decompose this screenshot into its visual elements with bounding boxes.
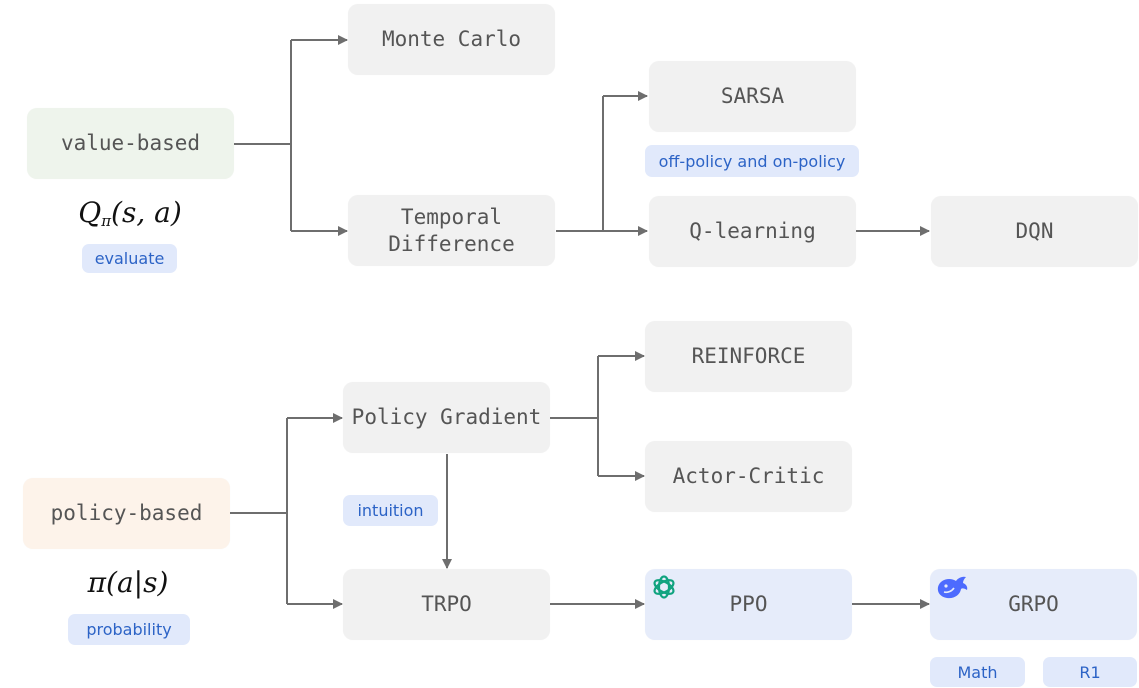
tag-probability: probability: [68, 614, 190, 645]
node-label: Policy Gradient: [351, 405, 542, 430]
node-policy-gradient: Policy Gradient: [343, 382, 550, 453]
node-value-based: value-based: [27, 108, 234, 179]
formula-policy: π(a|s): [87, 566, 169, 599]
node-policy-based: policy-based: [23, 478, 230, 549]
node-label: GRPO: [1008, 592, 1059, 617]
node-label: Temporal Difference: [388, 205, 515, 256]
node-label: policy-based: [50, 501, 203, 526]
node-label: Actor-Critic: [672, 464, 825, 489]
node-trpo: TRPO: [343, 569, 550, 640]
tag-math: Math: [930, 657, 1025, 687]
formula-q-value: Qπ(s, a): [78, 196, 182, 230]
node-sarsa: SARSA: [649, 61, 856, 132]
tag-evaluate: evaluate: [82, 244, 177, 273]
node-temporal-difference: Temporal Difference: [348, 195, 555, 266]
node-label: Q-learning: [689, 219, 816, 244]
node-label: SARSA: [720, 84, 785, 109]
deepseek-whale-icon: [937, 576, 968, 599]
node-label: TRPO: [421, 592, 472, 617]
node-label: value-based: [60, 131, 201, 156]
openai-logo-icon: [653, 575, 675, 599]
node-label: REINFORCE: [691, 344, 806, 369]
node-q-learning: Q-learning: [649, 196, 856, 267]
tag-off-on-policy: off-policy and on-policy: [645, 145, 859, 177]
node-reinforce: REINFORCE: [645, 321, 852, 392]
node-monte-carlo: Monte Carlo: [348, 4, 555, 75]
node-label: PPO: [729, 592, 768, 617]
node-ppo: PPO: [645, 569, 852, 640]
tag-intuition: intuition: [343, 495, 438, 526]
node-actor-critic: Actor-Critic: [645, 441, 852, 512]
node-dqn: DQN: [931, 196, 1138, 267]
tag-r1: R1: [1043, 657, 1137, 687]
node-label: Monte Carlo: [381, 27, 522, 52]
node-grpo: GRPO: [930, 569, 1137, 640]
node-label: DQN: [1015, 219, 1054, 244]
